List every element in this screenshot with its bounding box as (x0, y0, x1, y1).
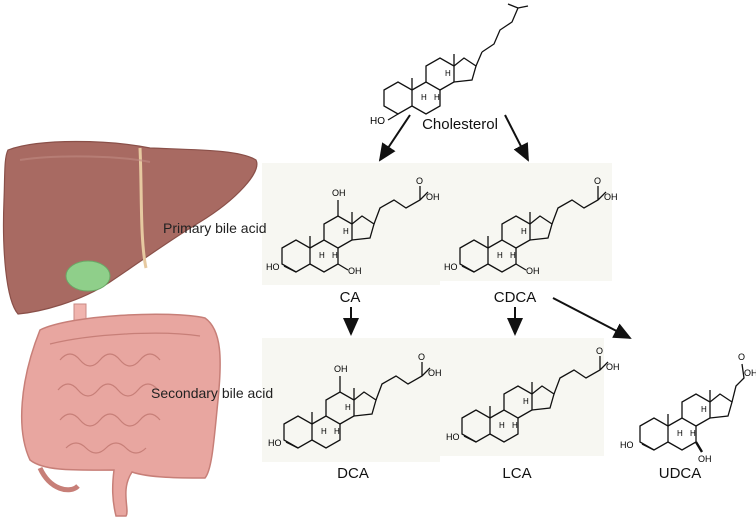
svg-text:OH: OH (744, 368, 756, 378)
gallbladder-icon (65, 260, 111, 292)
svg-text:HO: HO (444, 262, 458, 272)
svg-text:OH: OH (606, 362, 620, 372)
dca-panel (262, 338, 440, 462)
primary-bile-acid-label: Primary bile acid (163, 220, 267, 236)
svg-text:OH: OH (348, 266, 362, 276)
dca-label: DCA (337, 465, 369, 482)
svg-text:HO: HO (370, 116, 385, 127)
svg-text:HO: HO (268, 438, 282, 448)
udca-label: UDCA (658, 465, 702, 482)
svg-text:OH: OH (526, 266, 540, 276)
ca-structure: HO OH OH O OH (266, 176, 440, 276)
svg-text:HO: HO (620, 440, 634, 450)
liver-illustration (2, 140, 258, 315)
arrow-cholesterol-to-cdca (504, 114, 529, 162)
lca-label: LCA (502, 465, 532, 482)
arrow-cdca-to-udca (552, 297, 632, 339)
udca-structure: HO OH O OH (620, 352, 756, 464)
secondary-bile-acid-label: Secondary bile acid (151, 385, 274, 401)
svg-text:OH: OH (604, 192, 618, 202)
svg-text:O: O (738, 352, 745, 362)
svg-text:O: O (416, 176, 423, 186)
svg-text:O: O (596, 346, 603, 356)
cdca-label: CDCA (493, 289, 537, 306)
svg-text:OH: OH (428, 368, 442, 378)
svg-text:O: O (594, 176, 601, 186)
ca-label: CA (339, 289, 361, 306)
cholesterol-label: Cholesterol (422, 116, 498, 133)
svg-text:HO: HO (446, 432, 460, 442)
cholesterol-structure: HO (370, 3, 529, 127)
svg-text:OH: OH (698, 454, 712, 464)
svg-text:O: O (418, 352, 425, 362)
lca-structure: HO O OH (446, 346, 620, 443)
svg-text:OH: OH (332, 188, 346, 198)
svg-text:OH: OH (426, 192, 440, 202)
intestine-illustration (20, 303, 221, 517)
arrow-cholesterol-to-ca (378, 114, 411, 162)
dca-structure: HO OH O OH (268, 352, 442, 449)
svg-text:HO: HO (266, 262, 280, 272)
svg-text:OH: OH (334, 364, 348, 374)
cdca-structure: HO OH O OH (444, 176, 618, 276)
